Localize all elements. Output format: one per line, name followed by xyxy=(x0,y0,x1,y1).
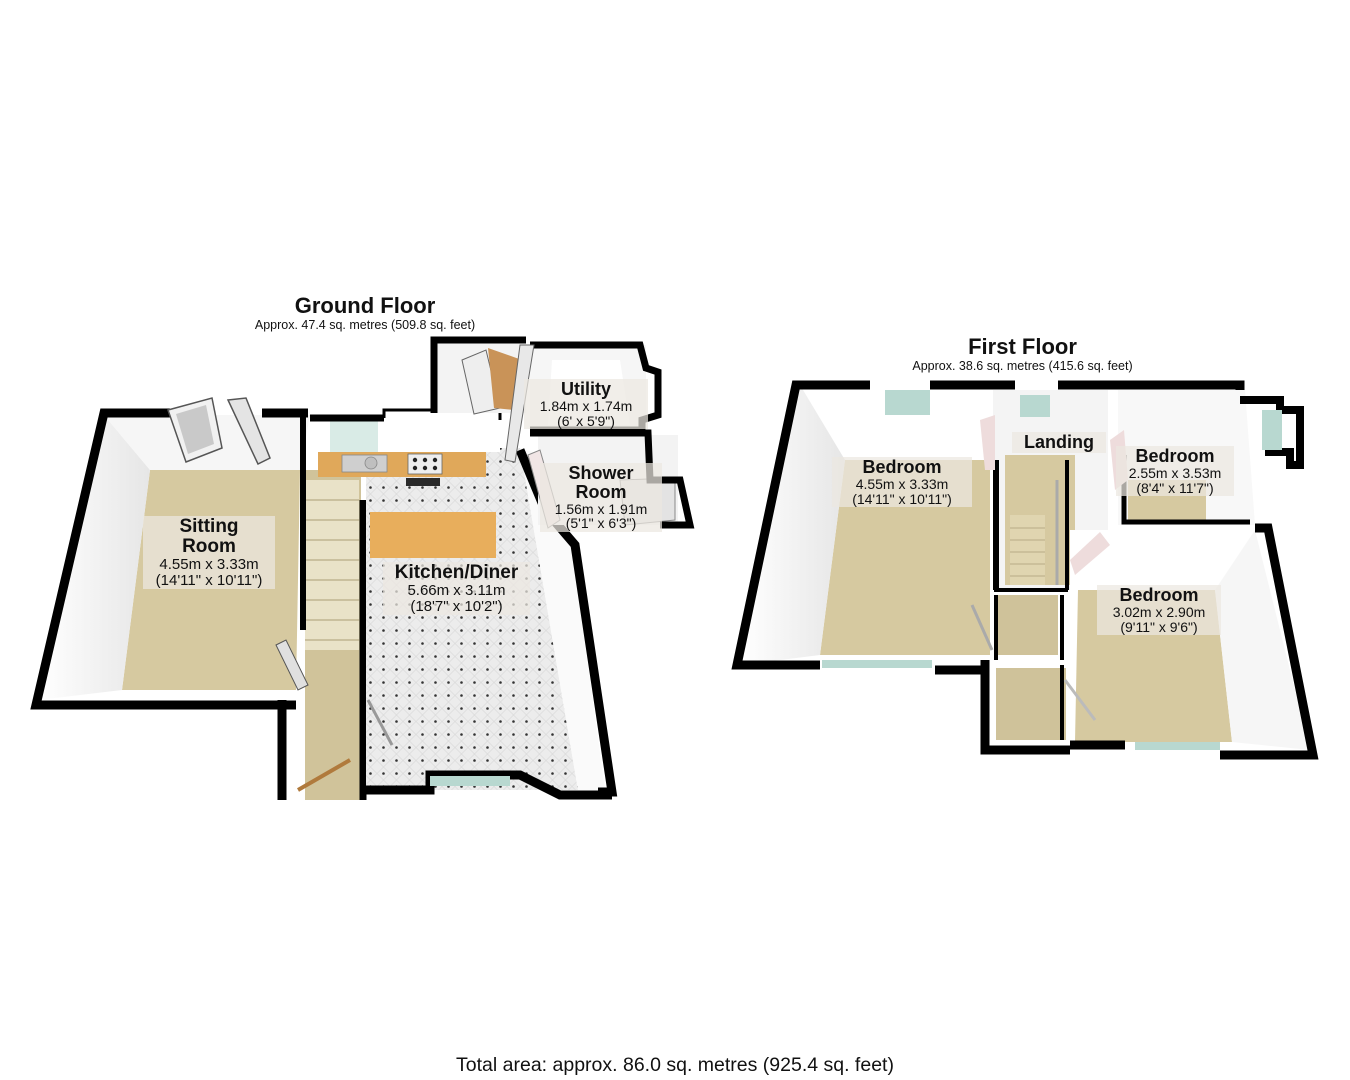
room-metric: 2.55m x 3.53m xyxy=(1128,464,1222,481)
room-imperial: (18'7" x 10'2") xyxy=(410,597,503,615)
room-label-landing: Landing xyxy=(1012,432,1106,453)
room-label-kitchen-diner: Kitchen/Diner 5.66m x 3.11m (18'7" x 10'… xyxy=(383,562,530,616)
room-label-shower-room: Shower Room 1.56m x 1.91m (5'1" x 6'3") xyxy=(540,463,662,533)
room-imperial: (9'11" x 9'6") xyxy=(1120,618,1198,635)
room-label-bedroom-third: Bedroom 3.02m x 2.90m (9'11" x 9'6") xyxy=(1097,585,1221,636)
room-metric: 4.55m x 3.33m xyxy=(855,475,949,492)
room-metric: 4.55m x 3.33m xyxy=(159,555,259,573)
room-imperial: (14'11" x 10'11") xyxy=(852,490,952,507)
bedroom-3-area xyxy=(980,523,1319,760)
room-metric: 3.02m x 2.90m xyxy=(1112,603,1206,620)
room-metric: 1.84m x 1.74m xyxy=(539,397,633,414)
hall-stairs-area xyxy=(275,415,367,800)
landing-area xyxy=(980,380,1245,660)
ground-floor-name: Ground Floor xyxy=(294,293,436,318)
room-name-line: Room xyxy=(182,535,236,557)
room-name: Bedroom xyxy=(1135,446,1215,466)
room-name: Kitchen/Diner xyxy=(394,562,519,583)
ground-floor-title: Ground Floor Approx. 47.4 sq. metres (50… xyxy=(230,294,500,333)
total-area: Total area: approx. 86.0 sq. metres (925… xyxy=(456,1054,894,1076)
room-imperial: (8'4" x 11'7") xyxy=(1136,479,1214,496)
room-imperial: (5'1" x 6'3") xyxy=(565,515,637,532)
room-name-line: Sitting xyxy=(179,516,239,537)
first-floor-area: Approx. 38.6 sq. metres (415.6 sq. feet) xyxy=(912,359,1133,373)
room-name-line: Shower xyxy=(568,463,634,483)
bedroom-1-area xyxy=(731,380,994,675)
room-label-utility: Utility 1.84m x 1.74m (6' x 5'9") xyxy=(524,379,648,430)
room-name: Bedroom xyxy=(1119,585,1199,605)
room-name: Utility xyxy=(560,379,611,399)
room-metric: 1.56m x 1.91m xyxy=(554,500,648,517)
kitchen-diner-area xyxy=(310,408,618,800)
room-metric: 5.66m x 3.11m xyxy=(407,581,506,599)
room-imperial: (14'11" x 10'11") xyxy=(155,571,263,589)
room-name-line: Room xyxy=(575,481,627,502)
room-label-sitting-room: Sitting Room 4.55m x 3.33m (14'11" x 10'… xyxy=(143,516,275,590)
first-floor-title: First Floor Approx. 38.6 sq. metres (415… xyxy=(880,335,1165,374)
room-label-bedroom-small: Bedroom 2.55m x 3.53m (8'4" x 11'7") xyxy=(1116,446,1234,497)
room-imperial: (6' x 5'9") xyxy=(557,412,615,429)
ground-floor-area: Approx. 47.4 sq. metres (509.8 sq. feet) xyxy=(254,318,476,332)
room-name: Bedroom xyxy=(862,457,942,477)
room-label-bedroom-main: Bedroom 4.55m x 3.33m (14'11" x 10'11") xyxy=(832,457,972,508)
room-name: Landing xyxy=(1024,432,1094,452)
first-floor-name: First Floor xyxy=(968,334,1077,359)
